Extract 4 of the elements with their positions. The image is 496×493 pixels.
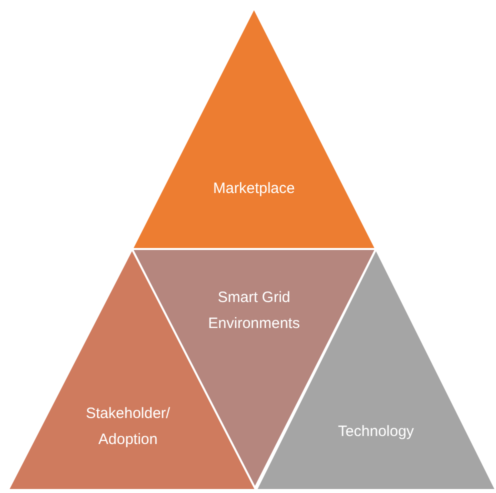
triangle-label: Stakeholder/ Adoption xyxy=(84,404,172,450)
triangle-label: Marketplace xyxy=(212,179,296,199)
triangle-label: Technology xyxy=(337,422,415,442)
triangle-label: Smart Grid Environments xyxy=(207,288,301,334)
